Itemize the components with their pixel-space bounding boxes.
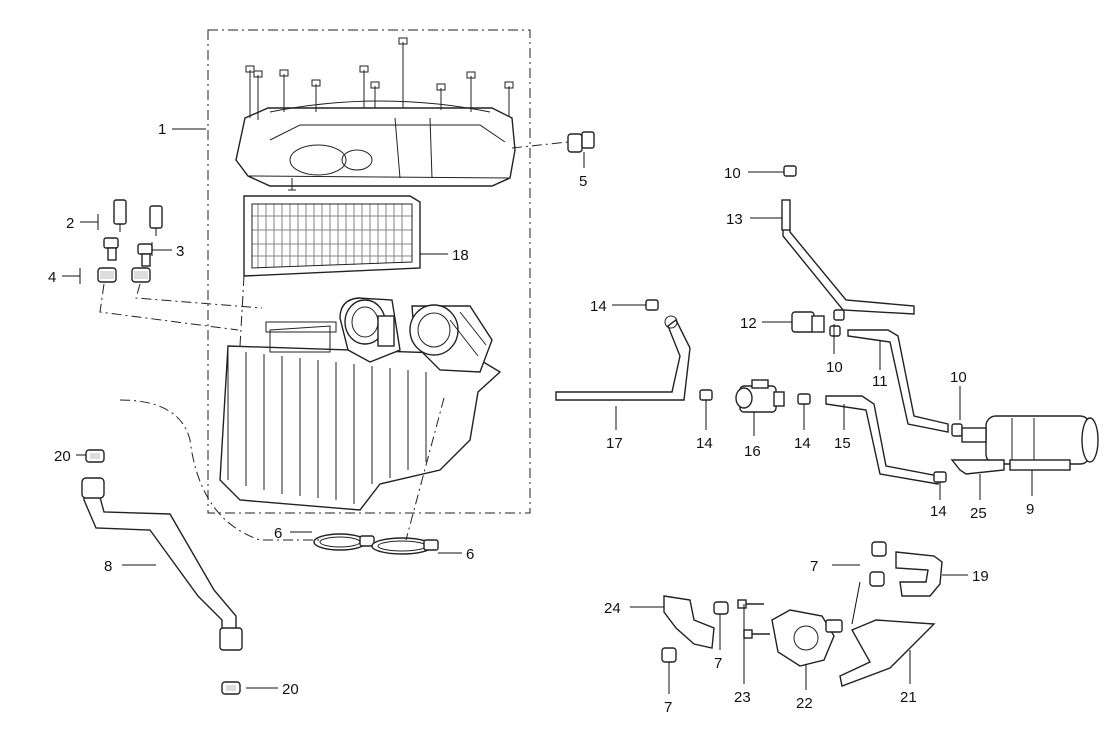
callout-10b: 10 bbox=[826, 359, 843, 376]
hose-dashline bbox=[119, 399, 320, 541]
callout-labels: 1 2 3 4 5 18 6 6 20 8 20 10 13 14 12 10 … bbox=[48, 121, 1034, 716]
leader-lines bbox=[62, 128, 1033, 694]
air-filter-element bbox=[243, 195, 421, 277]
part-5-sensor bbox=[511, 131, 595, 168]
callout-15: 15 bbox=[834, 435, 851, 452]
callout-9: 9 bbox=[1026, 501, 1034, 518]
callout-14a: 14 bbox=[590, 298, 607, 315]
small-clamps-part-10 bbox=[829, 309, 963, 437]
bracket-part-25 bbox=[950, 459, 1005, 475]
callout-25: 25 bbox=[970, 505, 987, 522]
bolts-part-2 bbox=[113, 199, 163, 236]
washers-part-3 bbox=[103, 237, 153, 267]
hose-part-17 bbox=[555, 315, 691, 401]
tube-part-13 bbox=[781, 199, 915, 315]
cover-screws bbox=[245, 37, 514, 191]
part-12-bracket bbox=[791, 311, 825, 333]
bracket-part-21 bbox=[839, 619, 936, 687]
callout-14b: 14 bbox=[696, 435, 713, 452]
callout-3: 3 bbox=[176, 243, 184, 260]
callout-19: 19 bbox=[972, 568, 989, 585]
canister-part-9 bbox=[961, 415, 1099, 471]
tube-part-11 bbox=[847, 329, 949, 433]
callout-22: 22 bbox=[796, 695, 813, 712]
callout-7c: 7 bbox=[664, 699, 672, 716]
callout-2: 2 bbox=[66, 215, 74, 232]
callout-7b: 7 bbox=[714, 655, 722, 672]
callout-10a: 10 bbox=[724, 165, 741, 182]
grommet-dashline-2 bbox=[135, 283, 263, 309]
air-box-housing bbox=[219, 321, 502, 511]
callout-20a: 20 bbox=[54, 448, 71, 465]
clamp-dashline bbox=[405, 397, 445, 541]
callout-6b: 6 bbox=[466, 546, 474, 563]
grommet-dashline-1 bbox=[99, 283, 239, 331]
callout-23: 23 bbox=[734, 689, 751, 706]
intake-tubes bbox=[339, 297, 493, 373]
callout-5: 5 bbox=[579, 173, 587, 190]
filter-dashline bbox=[239, 275, 245, 347]
part-10-cap-top bbox=[783, 165, 797, 177]
callout-8: 8 bbox=[104, 558, 112, 575]
callout-12: 12 bbox=[740, 315, 757, 332]
callout-10c: 10 bbox=[950, 369, 967, 386]
grommets-part-4 bbox=[97, 267, 151, 283]
pump-part-22 bbox=[771, 609, 843, 667]
callout-16: 16 bbox=[744, 443, 761, 460]
callout-1: 1 bbox=[158, 121, 166, 138]
hose-part-19 bbox=[895, 551, 943, 597]
callout-17: 17 bbox=[606, 435, 623, 452]
air-box-cover bbox=[235, 100, 516, 187]
callout-7a: 7 bbox=[810, 558, 818, 575]
callout-24: 24 bbox=[604, 600, 621, 617]
assembly-1-boundary bbox=[207, 29, 531, 514]
callout-20b: 20 bbox=[282, 681, 299, 698]
callout-14d: 14 bbox=[930, 503, 947, 520]
hose-clamps-part-20 bbox=[85, 449, 241, 695]
valve-part-16 bbox=[735, 379, 785, 413]
bolt-part-23 bbox=[737, 599, 770, 639]
callout-21: 21 bbox=[900, 689, 917, 706]
callout-14c: 14 bbox=[794, 435, 811, 452]
clamps-part-7 bbox=[661, 541, 887, 663]
callout-13: 13 bbox=[726, 211, 743, 228]
callout-6a: 6 bbox=[274, 525, 282, 542]
callout-4: 4 bbox=[48, 269, 56, 286]
callout-18: 18 bbox=[452, 247, 469, 264]
hose-part-24 bbox=[663, 595, 715, 649]
callout-11: 11 bbox=[872, 373, 888, 390]
breather-hose-part-8 bbox=[81, 477, 243, 651]
clamps-part-6 bbox=[313, 533, 439, 555]
